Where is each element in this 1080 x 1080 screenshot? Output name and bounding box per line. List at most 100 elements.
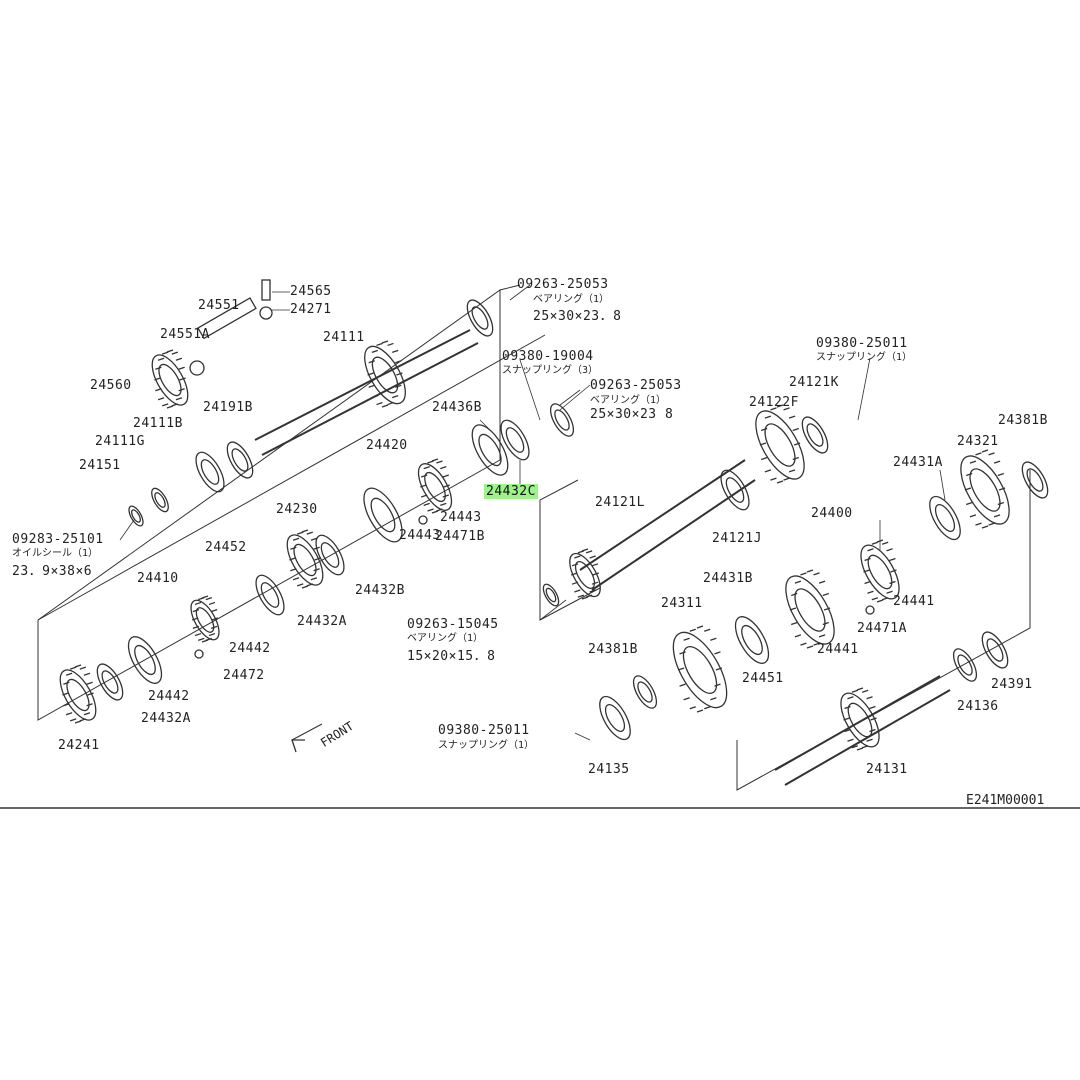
gear-24121L-tooth [571, 563, 579, 567]
leader-line [479, 419, 491, 431]
gear-24131-tooth [866, 696, 873, 700]
part-label-24241[interactable]: 24241 [58, 738, 100, 753]
part-label-24565[interactable]: 24565 [290, 284, 332, 299]
hub-24441-tooth [863, 569, 870, 573]
part-label-24442-lower[interactable]: 24442 [148, 689, 190, 704]
ring-24432C [500, 419, 530, 461]
part-label-24230[interactable]: 24230 [276, 502, 318, 517]
gear-24321-tooth [964, 487, 972, 491]
part-label-24311[interactable]: 24311 [661, 596, 703, 611]
part-label-24442-upper[interactable]: 24442 [229, 641, 271, 656]
part-label-24560[interactable]: 24560 [90, 378, 132, 393]
countershaft-bottom [784, 689, 951, 786]
hub-24443-tooth [420, 474, 428, 478]
gear-24241-tooth [79, 666, 87, 670]
hub-24442-tooth [192, 608, 200, 613]
callout-snapring-bottom-number[interactable]: 09380-25011 [438, 723, 530, 738]
gear-24111-tooth [387, 342, 394, 347]
hub-24442-tooth [198, 637, 205, 641]
gear-24560 [151, 354, 189, 406]
part-label-24121L[interactable]: 24121L [595, 495, 645, 510]
part-label-24111G[interactable]: 24111G [95, 434, 145, 449]
part-label-24432A-upper[interactable]: 24432A [297, 614, 347, 629]
part-label-24436B[interactable]: 24436B [432, 400, 482, 415]
part-label-24432C[interactable]: 24432C [484, 484, 538, 499]
part-label-24111B[interactable]: 24111B [133, 416, 183, 431]
washer-24551A [189, 360, 205, 376]
gear-24321-tooth [965, 472, 973, 477]
part-label-24321[interactable]: 24321 [957, 434, 999, 449]
callout-bearing-top-number[interactable]: 09263-25053 [517, 277, 609, 292]
part-label-24420[interactable]: 24420 [366, 438, 408, 453]
part-label-24410[interactable]: 24410 [137, 571, 179, 586]
part-label-24391[interactable]: 24391 [991, 677, 1033, 692]
gear-24121L-tooth [592, 572, 600, 576]
gear-24111-tooth [391, 349, 399, 353]
part-label-24400[interactable]: 24400 [811, 506, 853, 521]
callout-bearing-mid-number[interactable]: 09263-25053 [590, 378, 682, 393]
ring-24436B [471, 424, 509, 476]
part-label-24381B-upper[interactable]: 24381B [998, 413, 1048, 428]
sleeve-24400 [785, 575, 835, 645]
sleeve-24400-tooth [818, 580, 826, 584]
part-label-24121J[interactable]: 24121J [712, 531, 762, 546]
part-label-24122F[interactable]: 24122F [749, 395, 799, 410]
leader-line [574, 732, 591, 741]
gear-24121L-tooth [577, 594, 585, 598]
bearing-24111B [195, 451, 225, 493]
gear-24122F-tooth [776, 404, 784, 408]
hub-24443-tooth [427, 508, 434, 512]
gear-24121L-tooth [581, 548, 589, 552]
callout-bearing-small-number[interactable]: 09263-15045 [407, 617, 499, 632]
part-label-24441-upper[interactable]: 24441 [893, 594, 935, 609]
hub-24443-tooth [436, 460, 443, 464]
part-label-24271[interactable]: 24271 [290, 302, 332, 317]
part-label-24551[interactable]: 24551 [198, 298, 240, 313]
part-label-24452[interactable]: 24452 [205, 540, 247, 555]
gear-24321-tooth [993, 514, 1001, 518]
hub-24442-tooth [192, 625, 200, 630]
callout-snapring-right-number[interactable]: 09380-25011 [816, 336, 908, 351]
part-label-24471B[interactable]: 24471B [435, 529, 485, 544]
part-label-24431B[interactable]: 24431B [703, 571, 753, 586]
part-label-24111[interactable]: 24111 [323, 330, 365, 345]
part-label-24135[interactable]: 24135 [588, 762, 630, 777]
hub-24441-tooth [881, 597, 889, 601]
part-label-24472[interactable]: 24472 [223, 668, 265, 683]
hub-24443-tooth [423, 502, 430, 507]
part-label-24471A[interactable]: 24471A [857, 621, 907, 636]
callout-oilseal-number[interactable]: 09283-25101 [12, 532, 104, 547]
gear-24230 [286, 534, 324, 586]
gear-24122F-tooth [760, 427, 768, 432]
part-label-24151[interactable]: 24151 [79, 458, 121, 473]
part-label-24191B[interactable]: 24191B [203, 400, 253, 415]
bearing-24111B-inner [200, 459, 220, 485]
sleeve-24400-tooth [806, 645, 814, 649]
gear-24131-tooth [844, 728, 851, 733]
hub-24441 [860, 544, 900, 600]
gear-24111-tooth [367, 372, 374, 376]
part-label-24381B-lower[interactable]: 24381B [588, 642, 638, 657]
part-label-24443-upper[interactable]: 24443 [440, 510, 482, 525]
hub-24442-tooth [210, 608, 218, 613]
part-label-24131[interactable]: 24131 [866, 762, 908, 777]
part-label-24432A-lower[interactable]: 24432A [141, 711, 191, 726]
gear-24321-tooth [997, 501, 1005, 506]
part-label-24551A[interactable]: 24551A [160, 327, 210, 342]
callout-bearing-top-size: 25×30×23．8 [533, 309, 622, 324]
sleeve-24400-tooth [822, 592, 830, 597]
gear-24121L-tooth [581, 596, 589, 600]
gear-24321-tooth [975, 452, 982, 456]
part-label-24431A[interactable]: 24431A [893, 455, 943, 470]
part-label-24451[interactable]: 24451 [742, 671, 784, 686]
part-label-24432B[interactable]: 24432B [355, 583, 405, 598]
front-arrow-icon [291, 739, 305, 753]
part-label-24441-lower[interactable]: 24441 [817, 642, 859, 657]
bearing-24135 [599, 695, 631, 741]
gear-24241-tooth [86, 703, 93, 707]
part-label-24136[interactable]: 24136 [957, 699, 999, 714]
part-label-24443-lower[interactable]: 24443 [399, 528, 441, 543]
callout-snapring-3-number[interactable]: 09380-19004 [502, 349, 594, 364]
hub-24441-tooth [864, 557, 871, 562]
part-label-24121K[interactable]: 24121K [789, 375, 839, 390]
